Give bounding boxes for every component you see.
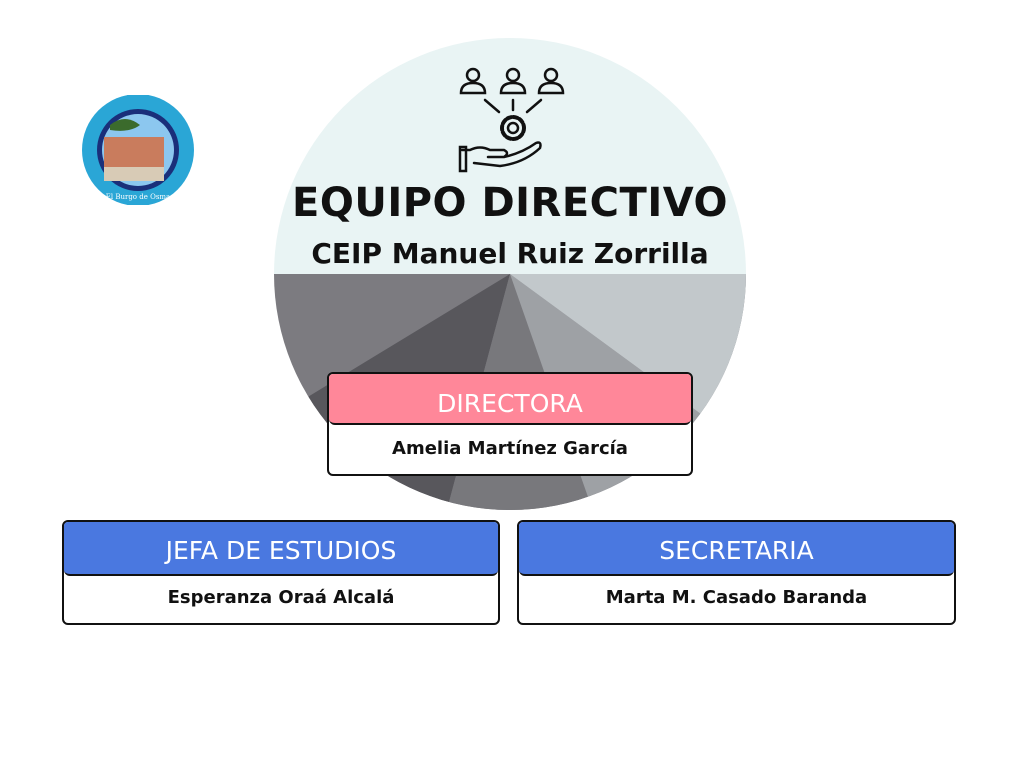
page-subtitle: CEIP Manuel Ruiz Zorrilla [311, 237, 709, 270]
card-secretaria: SECRETARIA Marta M. Casado Baranda [517, 520, 956, 625]
role-label: DIRECTORA [329, 374, 691, 425]
card-directora: DIRECTORA Amelia Martínez García [327, 372, 693, 476]
person-name: Amelia Martínez García [392, 438, 628, 459]
school-logo: El Burgo de Osma [82, 95, 194, 205]
page-title: EQUIPO DIRECTIVO [292, 180, 728, 226]
svg-text:El Burgo de Osma: El Burgo de Osma [106, 193, 170, 201]
person-name: Marta M. Casado Baranda [605, 587, 868, 608]
role-label: JEFA DE ESTUDIOS [64, 522, 498, 576]
team-management-icon [458, 67, 565, 173]
role-label: SECRETARIA [519, 522, 954, 576]
person-name: Esperanza Oraá Alcalá [167, 587, 395, 608]
card-jefa-estudios: JEFA DE ESTUDIOS Esperanza Oraá Alcalá [62, 520, 500, 625]
